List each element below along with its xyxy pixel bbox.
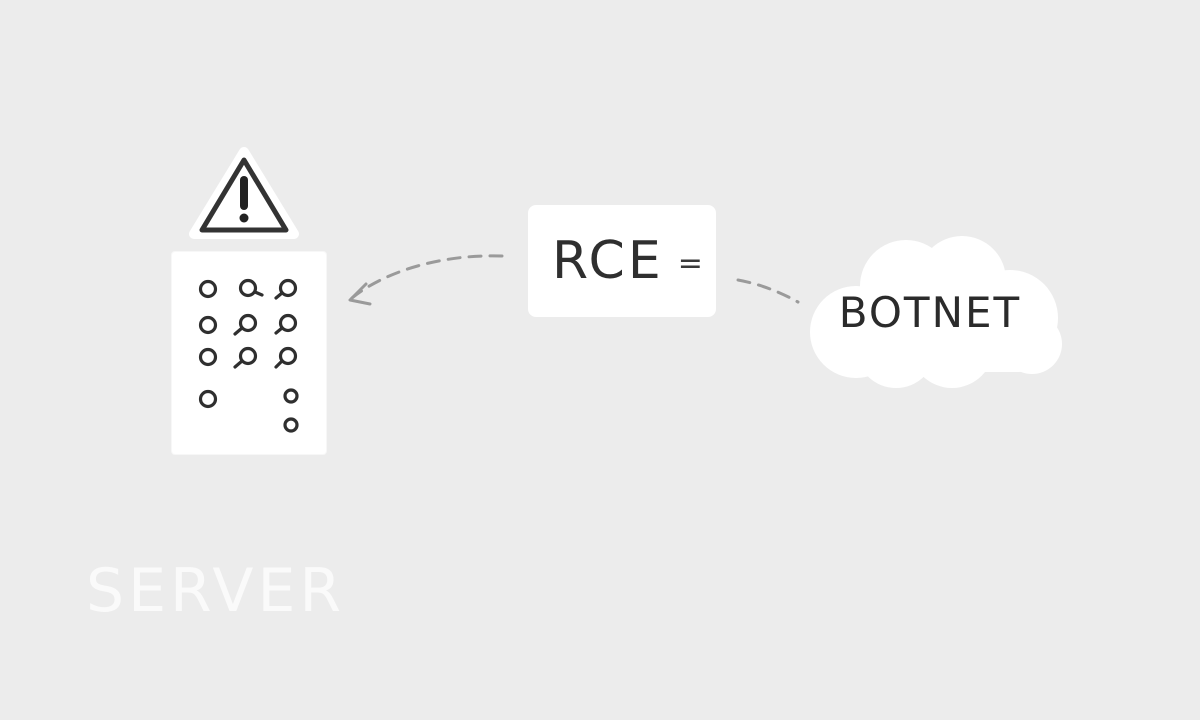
equals-operator: =: [677, 245, 703, 281]
warning-triangle-icon: [189, 147, 299, 239]
exploit-node: RCE =: [528, 205, 716, 317]
server-node: [172, 252, 326, 454]
server-rack-icon: [198, 278, 299, 433]
server-label: SERVER: [86, 556, 346, 626]
botnet-cloud-icon: [810, 236, 1062, 388]
arrowhead-icon: [348, 282, 372, 306]
botnet-to-exploit-line: [736, 278, 800, 304]
botnet-label: BOTNET: [838, 288, 1022, 337]
exploit-label: RCE: [552, 231, 664, 291]
exploit-to-server-arrow: [350, 254, 504, 300]
